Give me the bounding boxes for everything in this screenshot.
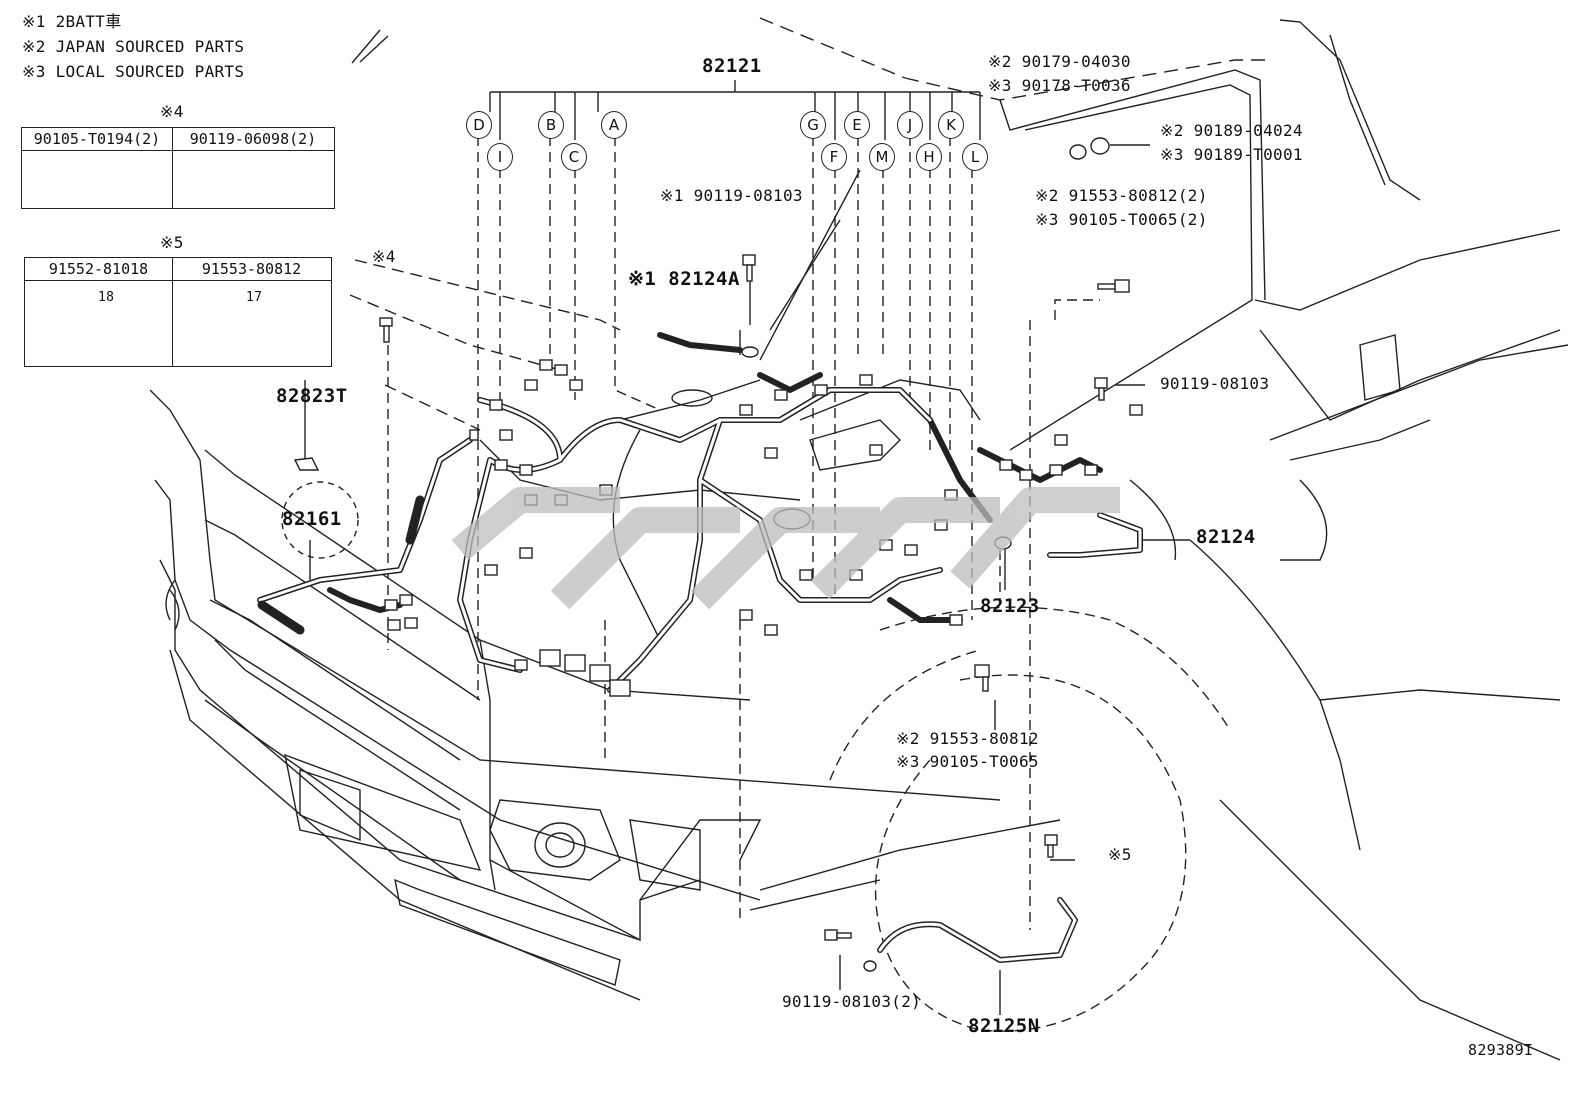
part-82124A-label: ※1 82124A [628, 268, 740, 290]
table5-col1: 91552-81018 [25, 258, 172, 281]
nut-90178-T0036: ※3 90178-T0036 [988, 76, 1131, 95]
connector-f: F [821, 143, 847, 171]
table4-col2: 90119-06098(2) [172, 128, 334, 151]
drawing-number: 829389I [1468, 1041, 1534, 1059]
connector-e: E [844, 111, 870, 139]
note-japan-sourced: ※2 JAPAN SOURCED PARTS [22, 37, 245, 56]
bolt-90119-08103: 90119-08103 [1160, 374, 1270, 393]
table4-divider [172, 128, 173, 208]
connector-g: G [800, 111, 826, 139]
table5-dim-18: 18 [98, 290, 115, 305]
nut-90189-04024: ※2 90189-04024 [1160, 121, 1303, 140]
connector-k: K [938, 111, 964, 139]
callout-mark-4: ※4 [372, 247, 396, 266]
part-82124-label: 82124 [1196, 526, 1256, 548]
table5-mark: ※5 [160, 233, 184, 252]
connector-b: B [538, 111, 564, 139]
connector-h: H [916, 143, 942, 171]
part-82823T-label: 82823T [276, 385, 348, 407]
part-82121-label: 82121 [702, 55, 762, 77]
callout-mark-5: ※5 [1108, 845, 1132, 864]
connector-j: J [897, 111, 923, 139]
table5-col2: 91553-80812 [172, 258, 331, 281]
table5-dim-17: 17 [246, 290, 263, 305]
bolt-90105-T0065-x2: ※3 90105-T0065(2) [1035, 210, 1208, 229]
nut-90189-T0001: ※3 90189-T0001 [1160, 145, 1303, 164]
note-local-sourced: ※3 LOCAL SOURCED PARTS [22, 62, 245, 81]
table4-col1: 90105-T0194(2) [22, 128, 172, 151]
note-2batt: ※1 2BATT車 [22, 12, 122, 31]
bolt-90119-08103-x2: 90119-08103(2) [782, 992, 922, 1011]
table5-divider [172, 258, 173, 366]
part-82123-label: 82123 [980, 595, 1040, 617]
connector-c: C [561, 143, 587, 171]
connector-m: M [869, 143, 895, 171]
bolt-91553-80812-x2: ※2 91553-80812(2) [1035, 186, 1208, 205]
connector-d: D [466, 111, 492, 139]
nut-90179-04030: ※2 90179-04030 [988, 52, 1131, 71]
table4-bolt-spec: 90105-T0194(2) 90119-06098(2) [21, 127, 335, 209]
table4-mark: ※4 [160, 102, 184, 121]
bolt-90105-T0065: ※3 90105-T0065 [896, 752, 1039, 771]
connector-a: A [601, 111, 627, 139]
connector-i: I [487, 143, 513, 171]
part-82125N-label: 82125N [968, 1015, 1040, 1037]
table5-bolt-spec: 91552-81018 91553-80812 [24, 257, 332, 367]
part-82161-label: 82161 [282, 508, 342, 530]
bolt-90119-08103-2batt: ※1 90119-08103 [660, 186, 803, 205]
connector-l: L [962, 143, 988, 171]
bolt-91553-80812: ※2 91553-80812 [896, 729, 1039, 748]
